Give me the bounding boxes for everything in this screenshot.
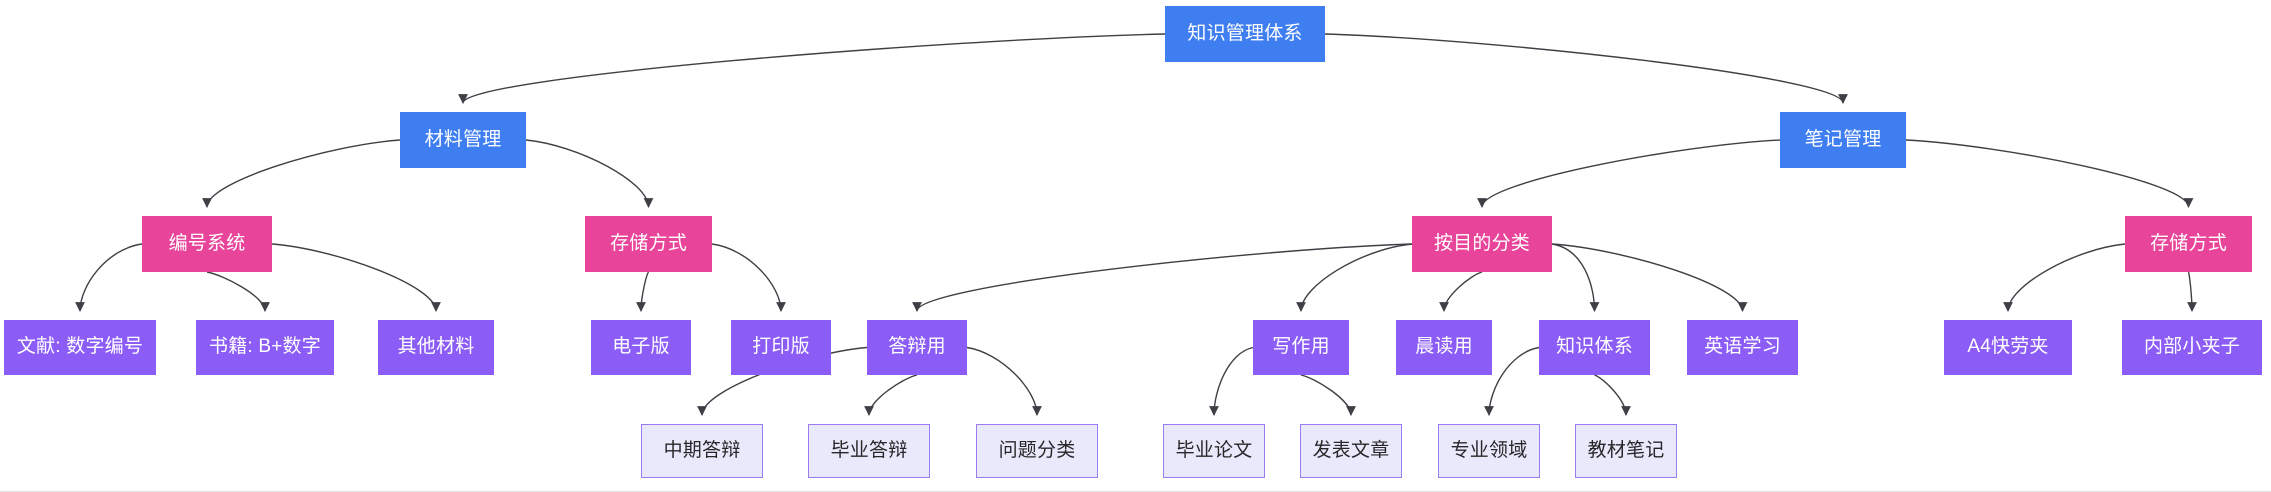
node-n-yingyu[interactable]: 英语学习 [1687, 320, 1798, 375]
node-n-fabiao[interactable]: 发表文章 [1300, 424, 1402, 478]
edge-n-cailiao-to-n-bianhao [202, 139, 401, 208]
node-label: 答辩用 [888, 336, 946, 358]
node-label: 存储方式 [2150, 232, 2227, 254]
edge-n-zhishi-to-n-jiaocai [1594, 374, 1631, 416]
node-n-biye1[interactable]: 毕业答辩 [808, 424, 930, 478]
node-label: 写作用 [1272, 336, 1330, 358]
node-n-lunwen[interactable]: 毕业论文 [1163, 424, 1265, 478]
edge-n-anmudi-to-n-zhishi [1551, 243, 1600, 312]
node-label: 毕业答辩 [830, 439, 908, 461]
node-label: 编号系统 [168, 232, 246, 254]
node-label: A4快劳夹 [1967, 336, 2049, 358]
edge-n-cunchu2-to-n-a4 [2003, 243, 2126, 312]
node-label: 材料管理 [424, 128, 502, 150]
node-n-dabian[interactable]: 答辩用 [867, 320, 967, 375]
node-label: 知识管理体系 [1187, 22, 1303, 44]
edge-n-xiezuo-to-n-lunwen [1209, 346, 1254, 416]
edge-n-anmudi-to-n-xiezuo [1296, 243, 1413, 312]
node-label: 存储方式 [610, 232, 687, 254]
node-n-zhuanye[interactable]: 专业领域 [1438, 424, 1540, 478]
node-n-cailiao[interactable]: 材料管理 [400, 112, 526, 168]
edge-n-xiezuo-to-n-fabiao [1300, 374, 1356, 416]
node-label: 电子版 [612, 336, 670, 358]
node-n-neibu[interactable]: 内部小夹子 [2122, 320, 2262, 375]
node-n-a4[interactable]: A4快劳夹 [1944, 320, 2072, 375]
node-label: 内部小夹子 [2143, 336, 2240, 358]
edge-n-cunchu1-to-n-dianzi [636, 271, 650, 312]
node-label: 书籍: B+数字 [209, 336, 321, 358]
node-n-wenxian[interactable]: 文献: 数字编号 [4, 320, 156, 375]
node-root[interactable]: 知识管理体系 [1165, 6, 1325, 62]
node-label: 发表文章 [1312, 439, 1390, 461]
node-label: 晨读用 [1415, 336, 1473, 358]
node-label: 笔记管理 [1804, 128, 1882, 150]
edge-n-dabian-to-n-biye1 [864, 374, 918, 416]
node-label: 毕业论文 [1175, 439, 1253, 461]
edge-n-zhishi-to-n-zhuanye [1484, 346, 1540, 416]
edge-n-cunchu2-to-n-neibu [2187, 271, 2197, 312]
node-label: 中期答辩 [663, 439, 741, 461]
node-n-shuji[interactable]: 书籍: B+数字 [196, 320, 334, 375]
node-n-jiaocai[interactable]: 教材笔记 [1575, 424, 1677, 478]
node-label: 专业领域 [1450, 439, 1528, 461]
node-label: 问题分类 [998, 439, 1076, 461]
node-n-xiezuo[interactable]: 写作用 [1253, 320, 1349, 375]
node-n-anmudi[interactable]: 按目的分类 [1412, 216, 1552, 272]
node-label: 其他材料 [397, 336, 475, 358]
edge-root-to-n-biji [1324, 33, 1848, 104]
edge-n-anmudi-to-n-yingyu [1551, 243, 1748, 312]
node-label: 文献: 数字编号 [16, 336, 144, 358]
node-n-zhongqi[interactable]: 中期答辩 [641, 424, 763, 478]
node-n-cunchu2[interactable]: 存储方式 [2125, 216, 2252, 272]
edge-n-biji-to-n-anmudi [1477, 139, 1781, 208]
node-label: 教材笔记 [1587, 439, 1665, 461]
edge-n-bianhao-to-n-wenxian [75, 243, 143, 312]
edge-root-to-n-cailiao [458, 33, 1166, 104]
node-label: 按目的分类 [1433, 232, 1530, 254]
edge-n-bianhao-to-n-shuji [206, 271, 270, 312]
node-n-biji[interactable]: 笔记管理 [1780, 112, 1906, 168]
node-n-dayin[interactable]: 打印版 [731, 320, 831, 375]
node-label: 英语学习 [1704, 336, 1781, 358]
edge-n-bianhao-to-n-qita [271, 243, 441, 312]
edge-n-cunchu1-to-n-dayin [711, 243, 786, 312]
node-n-qita[interactable]: 其他材料 [378, 320, 494, 375]
node-n-dianzi[interactable]: 电子版 [591, 320, 691, 375]
edge-n-anmudi-to-n-chendu [1439, 271, 1483, 312]
node-label: 知识体系 [1556, 336, 1633, 358]
node-n-wenti[interactable]: 问题分类 [976, 424, 1098, 478]
edge-n-dabian-to-n-wenti [966, 346, 1042, 416]
node-n-bianhao[interactable]: 编号系统 [142, 216, 272, 272]
edge-n-biji-to-n-cunchu2 [1905, 139, 2194, 208]
edge-n-anmudi-to-n-dabian [912, 243, 1413, 312]
node-n-cunchu1[interactable]: 存储方式 [585, 216, 712, 272]
node-n-zhishi[interactable]: 知识体系 [1539, 320, 1650, 375]
node-label: 打印版 [752, 336, 810, 358]
node-n-chendu[interactable]: 晨读用 [1396, 320, 1492, 375]
edge-n-cailiao-to-n-cunchu1 [525, 139, 654, 208]
